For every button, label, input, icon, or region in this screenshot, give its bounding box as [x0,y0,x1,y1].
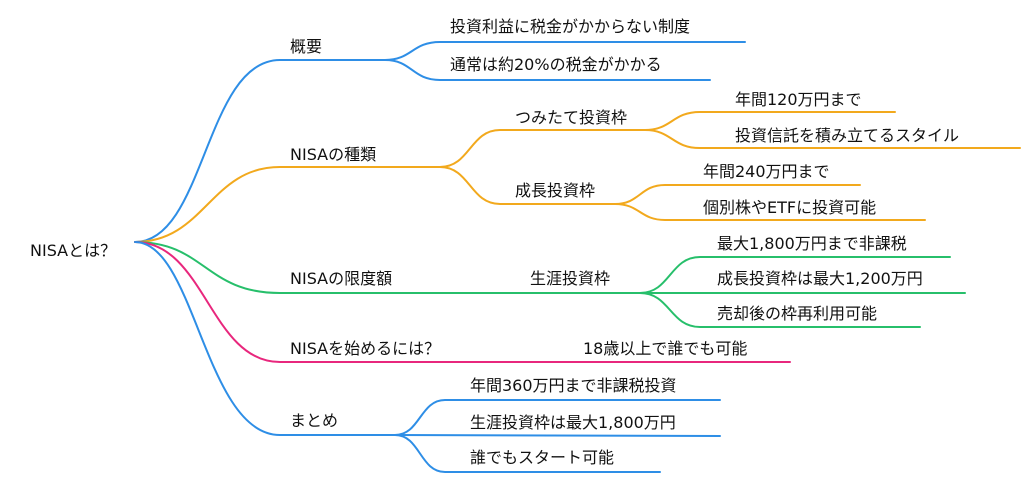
growth-child-2: 個別株やETFに投資可能 [703,198,877,217]
branch-types-lines [134,111,1021,243]
connector-overview-child-2 [384,59,711,81]
connector-root-summary [134,241,396,436]
connector-tsumitate-child-2 [644,129,1021,149]
connector-growth-child-2 [614,203,926,221]
limits-lifetime-label: 生涯投資枠 [530,269,611,288]
tsumitate-child-1: 年間120万円まで [735,90,862,109]
connector-root-types [134,166,441,243]
connector-tsumitate-child-1 [644,111,896,131]
branch-limits-label: NISAの限度額 [290,269,393,288]
branch-limits-lines [134,241,966,328]
connector-root-overview [134,59,386,243]
branch-start-lines [134,241,791,363]
connector-summary-child-3 [394,434,661,473]
summary-child-1: 年間360万円まで非課税投資 [470,376,677,395]
types-growth-label: 成長投資枠 [515,181,596,200]
connector-lifetime-child-1 [639,256,951,294]
root-node: NISAとは？ [30,241,117,260]
lifetime-child-2: 成長投資枠は最大1,200万円 [717,269,923,288]
tsumitate-child-2: 投資信託を積み立てるスタイル [735,126,960,145]
connector-root-start [134,241,791,363]
branch-start-label: NISAを始めるには？ [290,339,441,358]
connector-summary-child-2 [394,434,721,437]
connector-overview-child-1 [384,41,746,61]
overview-child-1: 投資利益に税金がかからない制度 [450,17,691,36]
summary-child-2: 生涯投資枠は最大1,800万円 [470,413,676,432]
start-child-1: 18歳以上で誰でも可能 [583,339,748,358]
lifetime-child-3: 売却後の枠再利用可能 [717,304,878,323]
types-tsumitate-label: つみたて投資枠 [515,108,628,127]
lifetime-child-1: 最大1,800万円まで非課税 [717,234,907,253]
overview-child-2: 通常は約20%の税金がかかる [450,55,662,74]
branch-overview-lines [134,41,746,243]
growth-child-1: 年間240万円まで [703,162,830,181]
connector-types-growth [439,166,616,205]
connector-root-limits [134,241,641,294]
connector-types-tsumitate [439,129,646,168]
branch-types-label: NISAの種類 [290,145,377,164]
branch-summary-lines [134,241,721,473]
summary-child-3: 誰でもスタート可能 [470,448,615,467]
branch-overview-label: 概要 [290,37,323,56]
branch-summary-label: まとめ [290,411,339,430]
connector-growth-child-1 [614,184,861,205]
connector-lifetime-child-3 [639,292,921,328]
connector-summary-child-1 [394,399,721,436]
